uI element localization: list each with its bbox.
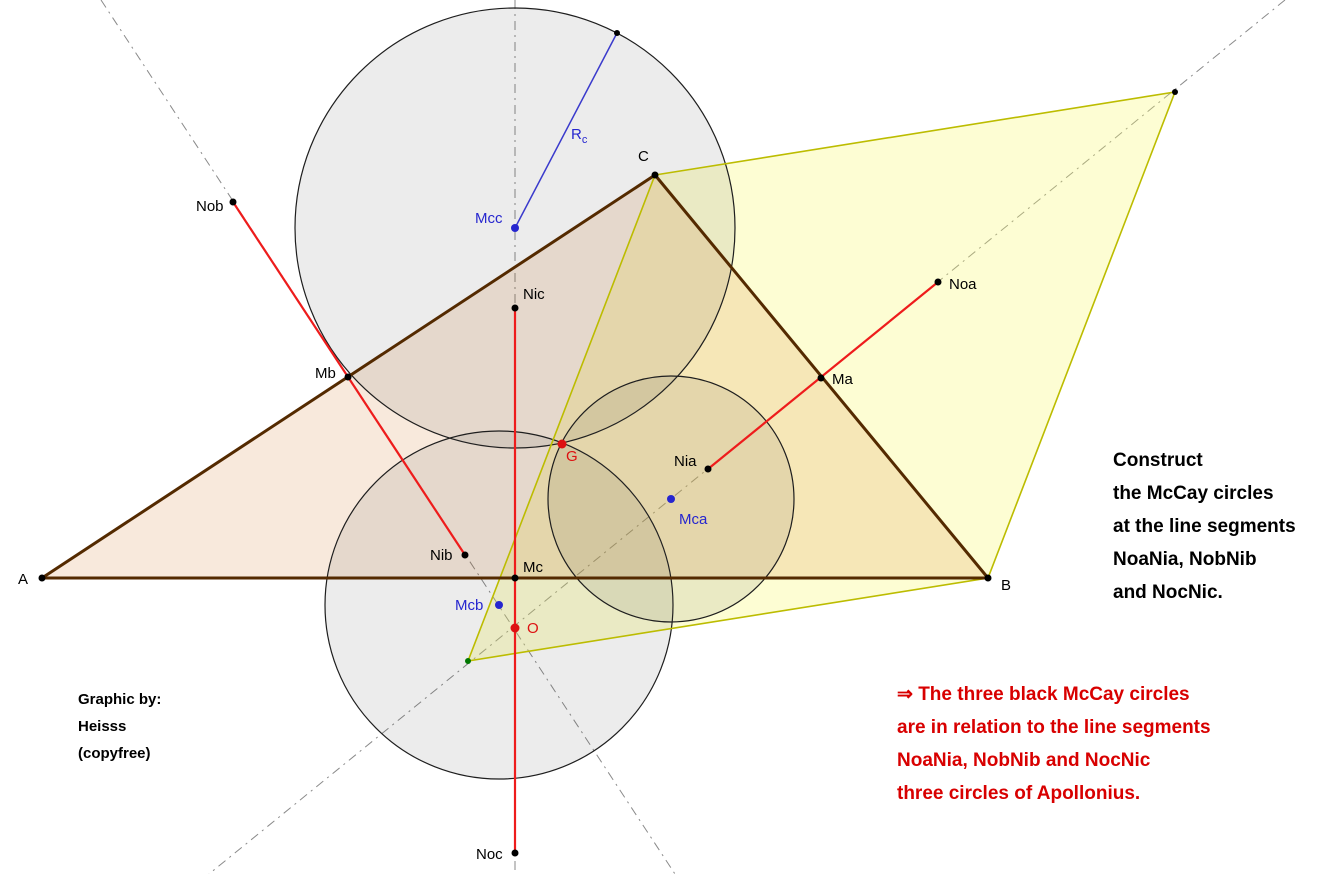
- point-g: [557, 439, 567, 449]
- instruction-line-1: Construct: [1113, 450, 1203, 471]
- point-mca: [667, 495, 675, 503]
- radius-rc-line: [514, 32, 618, 229]
- instruction-text: Construct the McCay circles at the line …: [1113, 444, 1296, 609]
- credit-line-1: Graphic by:: [78, 691, 162, 708]
- label-noc: Noc: [476, 846, 503, 863]
- label-c: C: [638, 148, 649, 165]
- label-mcb: Mcb: [455, 597, 483, 614]
- point-noa: [934, 278, 942, 286]
- point-nob: [229, 198, 237, 206]
- point-o: [510, 623, 520, 633]
- instruction-line-4: NoaNia, NobNib: [1113, 549, 1257, 570]
- point-ma: [817, 374, 825, 382]
- point-on-circle-c: [614, 30, 620, 36]
- point-mcc: [511, 224, 519, 232]
- perp-bisector-ac-line: [100, 0, 676, 874]
- label-mc: Mc: [523, 559, 543, 576]
- label-mb: Mb: [315, 365, 336, 382]
- label-ma: Ma: [832, 371, 853, 388]
- point-nib: [461, 551, 469, 559]
- point-c: [651, 171, 659, 179]
- label-mca: Mca: [679, 511, 708, 528]
- instruction-line-5: and NocNic.: [1113, 582, 1223, 603]
- credit-line-3: (copyfree): [78, 745, 151, 762]
- point-b: [984, 574, 992, 582]
- label-g: G: [566, 448, 578, 465]
- instruction-line-2: the McCay circles: [1113, 483, 1274, 504]
- label-noa: Noa: [949, 276, 977, 293]
- label-nib: Nib: [430, 547, 453, 564]
- point-parallelogram-top: [1172, 89, 1178, 95]
- point-nic: [511, 304, 519, 312]
- note-line-4: three circles of Apollonius.: [897, 783, 1141, 804]
- label-nic: Nic: [523, 286, 545, 303]
- apollonius-note: ⇒ The three black McCay circles are in r…: [897, 678, 1211, 810]
- label-a: A: [18, 571, 28, 588]
- point-noc: [511, 849, 519, 857]
- note-line-2: are in relation to the line segments: [897, 717, 1211, 738]
- label-b: B: [1001, 577, 1011, 594]
- instruction-line-3: at the line segments: [1113, 516, 1296, 537]
- label-mcc: Mcc: [475, 210, 503, 227]
- point-nia: [704, 465, 712, 473]
- label-o: O: [527, 620, 539, 637]
- label-nob: Nob: [196, 198, 224, 215]
- credit-line-2: Heisss: [78, 718, 127, 735]
- label-nia: Nia: [674, 453, 697, 470]
- point-mb: [344, 373, 352, 381]
- point-parallelogram-bottom: [465, 658, 471, 664]
- point-a: [38, 574, 46, 582]
- point-mc: [511, 574, 519, 582]
- credit-block: Graphic by: Heisss (copyfree): [78, 686, 161, 767]
- note-line-3: NoaNia, NobNib and NocNic: [897, 750, 1151, 771]
- point-mcb: [495, 601, 503, 609]
- note-line-1: ⇒ The three black McCay circles: [897, 684, 1190, 705]
